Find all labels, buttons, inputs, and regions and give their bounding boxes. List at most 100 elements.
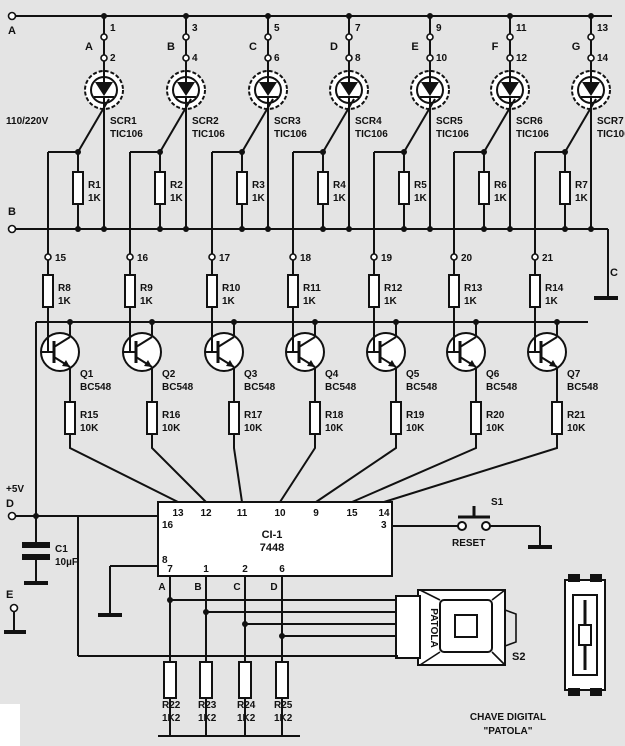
transistor-type: BC548 (567, 382, 599, 393)
gate-resistor-value: 1K (414, 193, 428, 204)
node-c-label: C (610, 267, 618, 279)
transistor-type: BC548 (325, 382, 357, 393)
emitter-resistor-name: R17 (244, 410, 263, 421)
scr-type: TIC106 (110, 129, 143, 140)
pulldown-name: R25 (274, 700, 293, 711)
pulldown-resistor (238, 661, 252, 699)
emitter-resistor-name: R16 (162, 410, 181, 421)
test-point (264, 54, 272, 62)
gate-resistor-name: R1 (88, 180, 101, 191)
scr-type: TIC106 (597, 129, 625, 140)
transistor-body (40, 332, 80, 372)
ic-pin3: 3 (381, 520, 387, 531)
scr-triangle (259, 82, 277, 96)
base-resistor-value: 1K (384, 296, 398, 307)
test-point (345, 33, 353, 41)
c1-value: 10µF (55, 557, 78, 568)
base-resistor-name: R14 (545, 283, 564, 294)
ic-bottom-pin-number: 6 (279, 564, 285, 575)
scr-name: SCR6 (516, 116, 543, 127)
transistor-type: BC548 (162, 382, 194, 393)
test-point-label: 1 (110, 23, 116, 34)
pulldown-name: R22 (162, 700, 181, 711)
base-resistor-value: 1K (545, 296, 559, 307)
base-resistor (287, 274, 299, 308)
test-point-label: 13 (597, 23, 609, 34)
capacitor-c1 (22, 516, 50, 585)
base-resistor-name: R9 (140, 283, 153, 294)
c1-name: C1 (55, 544, 68, 555)
base-resistor-name: R11 (303, 283, 321, 294)
gate-resistor (398, 171, 410, 205)
scr-type: TIC106 (516, 129, 549, 140)
segment-letter: D (330, 41, 338, 53)
test-point (426, 33, 434, 41)
scr-triangle (421, 82, 439, 96)
node-point (289, 253, 297, 261)
segment-letter: A (85, 41, 93, 53)
scr-name: SCR1 (110, 116, 137, 127)
ic-name: CI-1 (262, 529, 283, 541)
node-label: 19 (381, 253, 393, 264)
segment-letter: G (572, 41, 581, 53)
gate-resistor-name: R5 (414, 180, 427, 191)
transistor-body (446, 332, 486, 372)
pulldown-resistor (163, 661, 177, 699)
ic-bottom-pin-number: 1 (203, 564, 209, 575)
base-resistor-name: R13 (464, 283, 483, 294)
scr-type: TIC106 (436, 129, 469, 140)
base-resistor (529, 274, 541, 308)
transistor-type: BC548 (80, 382, 112, 393)
ic-input-letter: C (233, 582, 240, 593)
ic-pin8: 8 (162, 555, 168, 566)
base-resistor-value: 1K (464, 296, 478, 307)
s1-label: RESET (452, 538, 485, 549)
transistor-type: BC548 (486, 382, 518, 393)
scr-name: SCR5 (436, 116, 463, 127)
transistor-name: Q4 (325, 369, 339, 380)
base-resistor (206, 274, 218, 308)
emitter-resistor-name: R19 (406, 410, 425, 421)
test-point-label: 9 (436, 23, 442, 34)
reset-switch (392, 506, 552, 549)
test-point (345, 54, 353, 62)
scr-name: SCR4 (355, 116, 382, 127)
channel-group: 12ASCR1TIC106R11K15R81KQ1BC548R1510K34BS… (40, 13, 625, 503)
pulldown-value: 1K2 (274, 713, 293, 724)
gate-resistor-value: 1K (88, 193, 102, 204)
node-label: 15 (55, 253, 67, 264)
base-resistor-name: R10 (222, 283, 241, 294)
scr-type: TIC106 (355, 129, 388, 140)
test-point-label: 7 (355, 23, 361, 34)
scr-triangle (582, 82, 600, 96)
emitter-resistor-value: 10K (486, 423, 505, 434)
gate-resistor-value: 1K (170, 193, 184, 204)
test-point (426, 54, 434, 62)
emitter-resistor (64, 401, 76, 435)
gate-resistor-value: 1K (575, 193, 589, 204)
test-point (100, 33, 108, 41)
base-resistor-name: R12 (384, 283, 403, 294)
test-point (506, 33, 514, 41)
transistor-name: Q6 (486, 369, 500, 380)
segment-letter: B (167, 41, 175, 53)
emitter-resistor (146, 401, 158, 435)
base-resistor (42, 274, 54, 308)
node-point (208, 253, 216, 261)
base-resistor-value: 1K (303, 296, 317, 307)
node-d-label: D (6, 498, 14, 510)
transistor-name: Q1 (80, 369, 94, 380)
test-point-label: 12 (516, 53, 528, 64)
thumbwheel-brand: PATOLA (428, 608, 439, 647)
transistor-name: Q7 (567, 369, 581, 380)
gate-resistor-name: R6 (494, 180, 507, 191)
transistor-name: Q5 (406, 369, 420, 380)
scr-triangle (95, 82, 113, 96)
ic-7448 (157, 501, 393, 577)
base-resistor (368, 274, 380, 308)
node-point (370, 253, 378, 261)
node-point (531, 253, 539, 261)
